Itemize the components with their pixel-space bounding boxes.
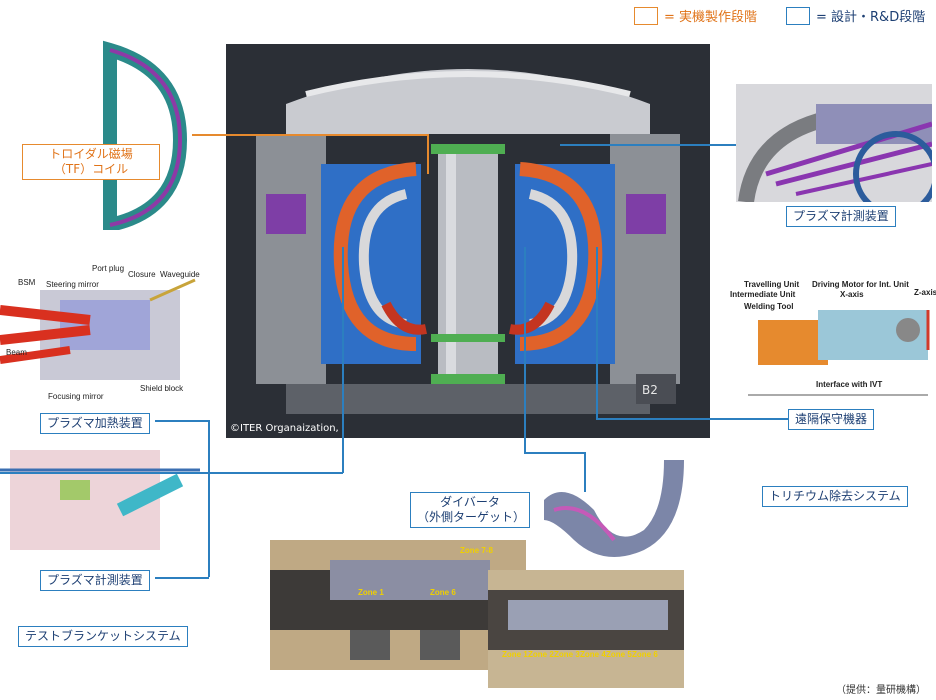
heating-connector-line	[155, 420, 209, 422]
tf-connector-line	[192, 134, 428, 136]
b2-label: B2	[642, 383, 658, 397]
orange-box-icon	[634, 6, 658, 25]
zone-2-label: Zone 2	[528, 650, 554, 659]
divertor-text: ダイバータ （外側ターゲット）	[417, 495, 526, 524]
divertor-image	[524, 440, 686, 568]
tritium-removal-text: トリチウム除去システム	[769, 489, 901, 503]
legend-design: = 設計・R&D段階	[786, 6, 925, 25]
bsm-label: BSM	[18, 278, 36, 287]
copyright-text: ©ITER Organaization,	[230, 423, 339, 434]
heating-connector-drop	[208, 420, 210, 577]
tritium-removal-tag: トリチウム除去システム	[762, 486, 908, 507]
zone-6b-label: Zone 6	[632, 650, 658, 659]
remote-handling-text: 遠隔保守機器	[795, 412, 868, 426]
welding-tool-label: Welding Tool	[744, 302, 794, 311]
zone-6-label: Zone 6	[430, 588, 456, 597]
z-axis-label: Z-axis	[914, 288, 936, 297]
waveguide-label: Waveguide	[160, 270, 200, 279]
tf-coil-text: トロイダル磁場 （TF）コイル	[49, 147, 133, 176]
interface-ivt-label: Interface with IVT	[816, 380, 883, 389]
plasma-heating-tag: プラズマ加熱装置	[40, 413, 150, 434]
zone-3-label: Zone 3	[554, 650, 580, 659]
zone-1b-label: Zone 1	[502, 650, 528, 659]
tokamak-cutaway-image: B2	[226, 44, 710, 438]
zone-1-label: Zone 1	[358, 588, 384, 597]
legend-design-text: = 設計・R&D段階	[816, 10, 926, 25]
blanket-photo-1: Zone 7-8 Zone 1 Zone 6	[270, 540, 526, 670]
legend-manufacturing: = 実機製作段階	[634, 6, 757, 25]
travelling-unit-label: Travelling Unit	[744, 280, 800, 289]
plasma-diag-left-tag: プラズマ計測装置	[40, 570, 150, 591]
divertor-connector-drop	[524, 247, 526, 453]
tf-coil-image	[90, 40, 190, 230]
beam-label: Beam	[6, 348, 27, 357]
x-axis-label: X-axis	[840, 290, 864, 299]
steering-mirror-label: Steering mirror	[46, 280, 99, 289]
plasma-heating-text: プラズマ加熱装置	[47, 416, 143, 430]
plasma-diag-left-text: プラズマ計測装置	[47, 573, 143, 587]
focusing-mirror-label: Focusing mirror	[48, 392, 104, 401]
heating-device-diagram: BSM Steering mirror Port plug Closure Wa…	[0, 260, 200, 405]
zone-4-label: Zone 4	[580, 650, 606, 659]
zone-5-label: Zone 5	[606, 650, 632, 659]
plasma-diag-top-tag: プラズマ計測装置	[786, 206, 896, 227]
intermediate-unit-label: Intermediate Unit	[730, 290, 796, 299]
test-blanket-text: テストブランケットシステム	[25, 629, 181, 643]
blanket-connector-rise	[342, 247, 344, 473]
divertor-connector-line	[524, 452, 584, 454]
legend-manufacturing-text: = 実機製作段階	[664, 10, 758, 25]
diag-left-connector-line	[155, 577, 209, 579]
diag-top-connector-line	[560, 144, 736, 146]
remote-connector-drop	[596, 247, 598, 419]
tf-coil-tag: トロイダル磁場 （TF）コイル	[22, 144, 160, 180]
shield-block-label: Shield block	[140, 384, 184, 393]
tf-connector-drop	[427, 134, 429, 174]
test-blanket-tag: テストブランケットシステム	[18, 626, 188, 647]
divertor-tag: ダイバータ （外側ターゲット）	[410, 492, 530, 528]
divertor-connector-drop2	[584, 452, 586, 492]
remote-connector-line	[596, 418, 788, 420]
remote-handling-diagram: Travelling Unit Intermediate Unit Weldin…	[728, 280, 936, 405]
zone-7-8-label: Zone 7-8	[460, 546, 493, 555]
plasma-diagnostic-left-image	[0, 440, 200, 560]
port-plug-label: Port plug	[92, 264, 125, 273]
closure-label: Closure	[128, 270, 156, 279]
driving-motor-label: Driving Motor for Int. Unit	[812, 280, 909, 289]
blanket-photo-2: Zone 1 Zone 2 Zone 3 Zone 4 Zone 5 Zone …	[488, 570, 684, 688]
blue-box-icon	[786, 6, 810, 25]
remote-handling-tag: 遠隔保守機器	[788, 409, 875, 430]
plasma-diagnostic-image	[736, 84, 932, 202]
blanket-connector-line	[0, 472, 343, 474]
plasma-diag-top-text: プラズマ計測装置	[793, 209, 889, 223]
credit-text: （提供：量研機構）	[836, 685, 926, 696]
